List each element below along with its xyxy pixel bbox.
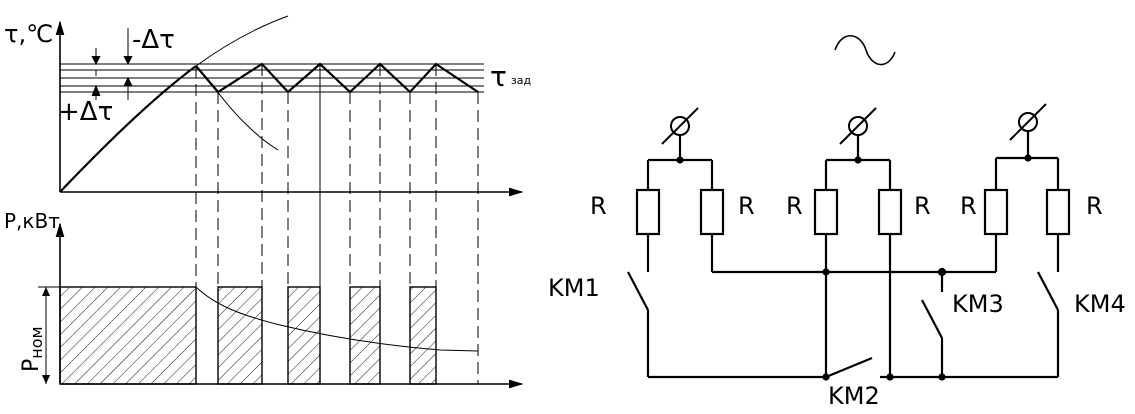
- resistor-label-1: R: [590, 192, 607, 220]
- minus-delta-label: -Δτ: [132, 25, 175, 55]
- resistor-label-5: R: [960, 192, 977, 220]
- uncontrolled-cooling-curve: [195, 65, 279, 151]
- km2-switch: [825, 356, 873, 379]
- heater-group-1: [635, 107, 725, 272]
- heater-schematic: [627, 34, 1071, 381]
- power-pulse-1: [59, 286, 197, 385]
- km1-switch: [627, 271, 650, 377]
- uncontrolled-heating-curve: [195, 15, 289, 67]
- resistor-label-4: R: [914, 192, 931, 220]
- plus-delta-marker: [91, 48, 101, 100]
- km1-label: KM1: [548, 274, 600, 302]
- km4-label: KM4: [1074, 290, 1126, 318]
- resistor-5: [983, 188, 1009, 236]
- km4-switch: [1037, 271, 1060, 377]
- km3-label: KM3: [952, 290, 1004, 318]
- power-pulse-5: [409, 286, 437, 385]
- resistor-4: [877, 188, 903, 236]
- km2-label: KM2: [828, 382, 880, 410]
- temp-axis-label: τ,℃: [4, 20, 53, 48]
- resistor-6: [1045, 188, 1071, 236]
- heater-group-3: [983, 103, 1071, 272]
- power-graph: [38, 222, 524, 389]
- average-power-curve: [195, 286, 479, 352]
- resistor-label-3: R: [786, 192, 803, 220]
- power-pulse-4: [349, 286, 381, 385]
- minus-delta-marker: [123, 28, 133, 100]
- power-pulse-3: [287, 286, 321, 385]
- heating-curve: [59, 65, 197, 193]
- resistor-label-6: R: [1086, 192, 1103, 220]
- ac-source-icon: [834, 34, 896, 66]
- resistor-2: [699, 188, 725, 236]
- plus-delta-label: +Δτ: [58, 97, 113, 127]
- regulation-sawtooth: [195, 62, 479, 94]
- p-nom-label: Pном: [19, 326, 46, 372]
- km3-switch: [921, 272, 944, 377]
- resistor-1: [635, 188, 661, 236]
- power-pulse-2: [217, 286, 263, 385]
- heater-group-2: [813, 107, 903, 377]
- power-axis-label: P,кВт: [4, 209, 60, 233]
- resistor-3: [813, 188, 839, 236]
- resistor-label-2: R: [738, 192, 755, 220]
